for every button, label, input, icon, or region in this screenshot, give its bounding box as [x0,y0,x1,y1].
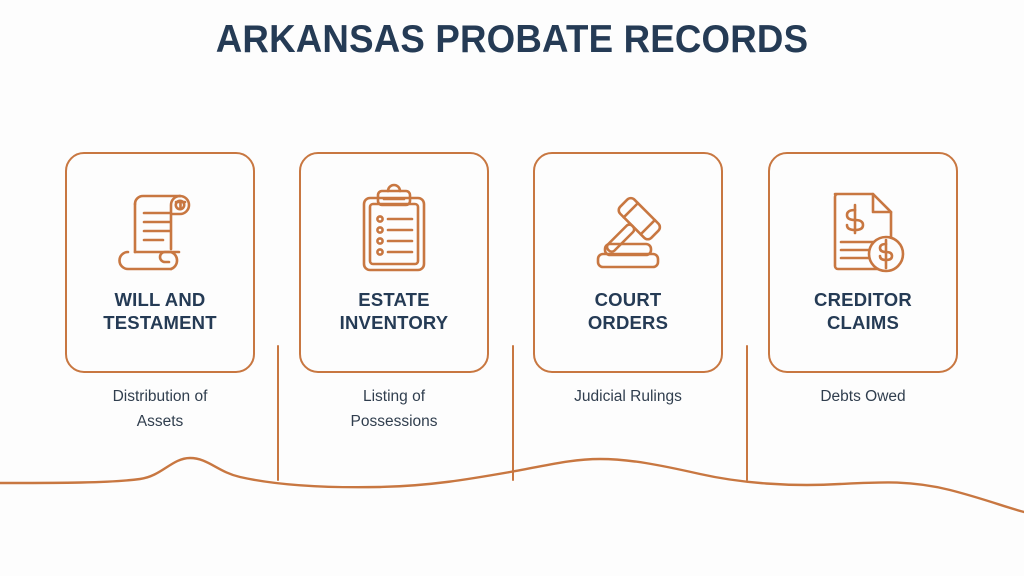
cards-row: WILL AND TESTAMENT [0,152,1024,481]
card-caption: Distribution of Assets [112,388,208,431]
card-creditor-claims[interactable]: CREDITOR CLAIMS [768,152,958,373]
page-title: ARKANSAS PROBATE RECORDS [215,18,809,61]
document-dollar-icon [811,178,915,282]
card-caption: Listing of Possessions [350,388,438,431]
card-caption: Debts Owed [820,388,906,405]
card-estate-inventory[interactable]: ESTATE INVENTORY [299,152,489,373]
gavel-icon [576,178,680,282]
wavy-divider [0,452,1024,522]
card-title: WILL AND TESTAMENT [103,289,217,333]
card-title: CREDITOR CLAIMS [814,289,912,333]
card-title: COURT ORDERS [587,289,669,333]
card-caption: Judicial Rulings [574,388,682,405]
connector-line-1 [277,345,280,481]
card-title: ESTATE INVENTORY [339,289,449,333]
connector-line-2 [512,345,515,481]
clipboard-checklist-icon [342,178,446,282]
connector-line-3 [746,345,749,481]
card-will-and-testament[interactable]: WILL AND TESTAMENT [65,152,255,373]
scroll-icon [108,178,212,282]
captions-row: Distribution of Assets Listing of Posses… [0,384,1024,446]
card-court-orders[interactable]: COURT ORDERS [533,152,723,373]
